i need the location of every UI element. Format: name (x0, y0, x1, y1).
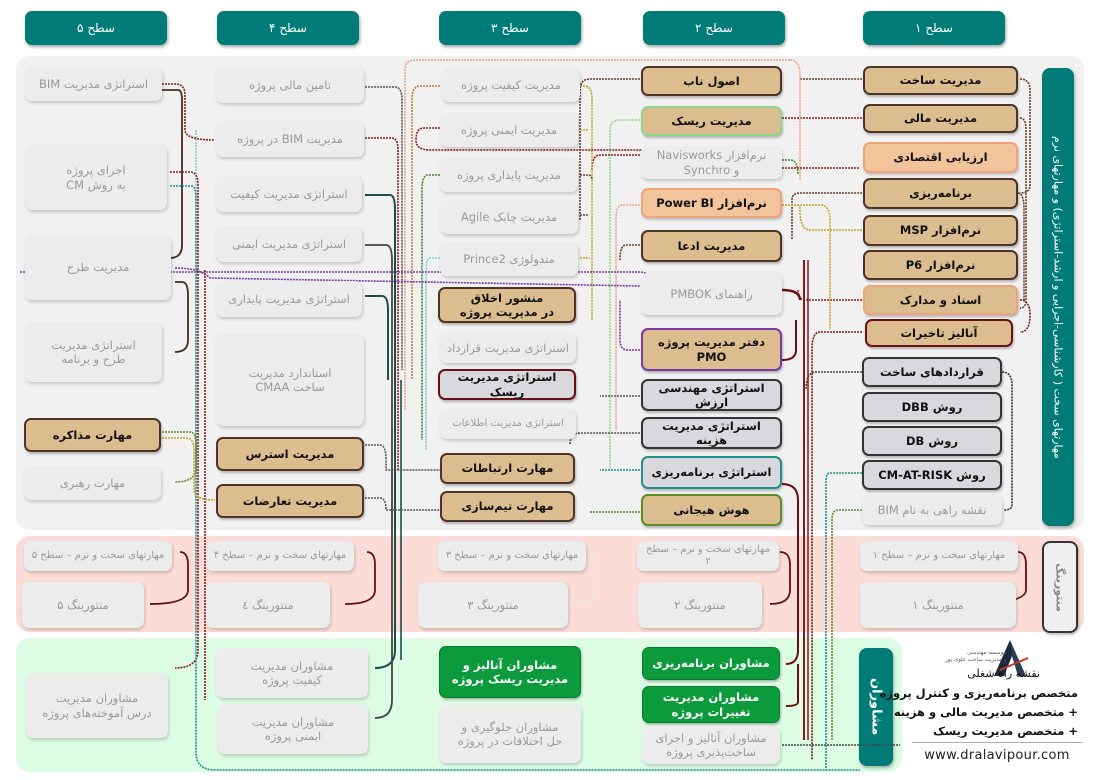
l1-construction-management[interactable]: مدیریت ساخت (863, 66, 1018, 95)
mentoring-skills-level-1[interactable]: مهارتهای سخت و نرم – سطح ۱ (860, 541, 1018, 571)
l2-planning-strategy[interactable]: استراتژی برنامه‌ریزی (641, 456, 782, 489)
header-level-5: سطح ۵ (25, 11, 167, 45)
l3-prince2-methodology[interactable]: متدولوژی Prince2 (440, 242, 578, 276)
l3-safety-management[interactable]: مدیریت ایمنی پروژه (440, 113, 578, 147)
l2-claims-management[interactable]: مدیریت ادعا (641, 230, 782, 262)
consultants-constructability-analysis[interactable]: مشاوران آنالیز و اجرای ساخت‌پذیری پروژه (642, 726, 780, 764)
l1-planning[interactable]: برنامه‌ریزی (863, 178, 1018, 209)
career-roadmap-title: نقشه راه شغلی (967, 667, 1040, 680)
company-logo-icon (994, 640, 1029, 676)
role-risk: + متخصص مدیریت ریسک (933, 724, 1078, 738)
l1-delay-analysis[interactable]: آنالیز تاخیرات (865, 319, 1013, 347)
org-name: موسسه مهندسی و مدیریت ساخت علوی پور (945, 650, 1007, 664)
l1-financial-management[interactable]: مدیریت مالی (863, 104, 1018, 133)
header-level-3: سطح ۳ (439, 11, 581, 45)
l2-power-bi[interactable]: نرم‌افزار Power BI (641, 188, 782, 218)
l3-team-building-skill[interactable]: مهارت تیم‌سازی (440, 491, 575, 522)
header-level-1: سطح ۱ (863, 11, 1005, 45)
l3-contract-management-strategy[interactable]: استراتژی مدیریت قرارداد (440, 333, 576, 363)
l2-emotional-intelligence[interactable]: هوش هیجانی (641, 494, 782, 526)
l5-leadership-skill[interactable]: مهارت رهبری (24, 466, 161, 500)
consultants-change-management[interactable]: مشاوران مدیریت تغییرات پروژه (642, 686, 780, 723)
mentoring-skills-level-5[interactable]: مهارتهای سخت و نرم – سطح ۵ (24, 541, 172, 571)
mentoring-level-3[interactable]: منتورینگ ۳ (418, 582, 568, 628)
l4-sustainability-management-strategy[interactable]: استراتژی مدیریت پایداری (216, 281, 362, 317)
l4-bim-management[interactable]: مدیریت BIM در پروژه (216, 121, 364, 157)
header-level-2: سطح ۲ (643, 11, 785, 45)
l5-bim-management-strategy[interactable]: استراتژی مدیریت BIM (25, 67, 162, 101)
l3-ethics-charter[interactable]: منشور اخلاق در مدیریت پروژه (438, 287, 576, 323)
l4-quality-management-strategy[interactable]: استراتژی مدیریت کیفیت (216, 176, 362, 212)
consultants-risk-analysis-management[interactable]: مشاوران آنالیز و مدیریت ریسک پروژه (439, 646, 581, 698)
l5-program-management[interactable]: مدیریت طرح (25, 235, 171, 300)
l2-risk-management[interactable]: مدیریت ریسک (641, 106, 782, 136)
l1-bim-roadmap[interactable]: نقشه راهی به نام BIM (862, 495, 1002, 525)
l5-program-management-strategy[interactable]: استراتژی مدیریت طرح و برنامه (25, 322, 162, 382)
l3-information-management-strategy[interactable]: استراتژی مدیریت اطلاعات (440, 409, 576, 439)
l1-dbb-method[interactable]: روش DBB (862, 392, 1002, 422)
l2-pmo[interactable]: دفتر مدیریت پروژه PMO (641, 328, 782, 371)
hard-soft-skills-label: مهارتهای سخت ( کارشناسی-اجرایی و ارشد-اس… (1042, 68, 1074, 526)
mentoring-level-1[interactable]: منتورینگ ۱ (860, 582, 1016, 628)
mentoring-level-5[interactable]: منتورینگ ۵ (22, 582, 144, 628)
role-planning-control: متخصص برنامه‌ریزی و کنترل پروژه (879, 686, 1078, 700)
l2-value-engineering-strategy[interactable]: استراتژی مهندسی ارزش (641, 379, 782, 411)
l3-communication-skill[interactable]: مهارت ارتباطات (440, 453, 575, 484)
mentoring-level-2[interactable]: منتورینگ ۲ (638, 582, 762, 628)
l3-quality-management[interactable]: مدیریت کیفیت پروژه (442, 69, 580, 102)
website-link[interactable]: www.dralavipour.com (924, 748, 1070, 763)
mentoring-level-4[interactable]: منتورینگ ٤ (206, 582, 330, 628)
l3-sustainability-management[interactable]: مدیریت پایداری پروژه (440, 158, 578, 192)
l4-stress-management[interactable]: مدیریت استرس (216, 437, 364, 471)
l2-lean-principles[interactable]: اصول ناب (641, 66, 782, 96)
l3-risk-management-strategy[interactable]: استراتژی مدیریت ریسک (438, 369, 576, 400)
divider (912, 742, 1082, 743)
l5-cm-project-delivery[interactable]: اجرای پروژه به روش CM (25, 145, 167, 210)
header-level-4: سطح ۴ (217, 11, 359, 45)
l1-p6-software[interactable]: نرم‌افزار P6 (863, 250, 1018, 280)
l4-safety-management-strategy[interactable]: استراتژی مدیریت ایمنی (216, 226, 362, 262)
l1-db-method[interactable]: روش DB (862, 426, 1002, 456)
l1-cm-at-risk-method[interactable]: روش CM-AT-RISK (862, 460, 1002, 490)
consultants-safety-management[interactable]: مشاوران مدیریت ایمنی پروژه (218, 704, 368, 754)
l5-negotiation-skill[interactable]: مهارت مذاکره (24, 418, 161, 452)
l1-documents-records[interactable]: اسناد و مدارک (863, 285, 1018, 315)
consultants-lessons-learned[interactable]: مشاوران مدیریت درس آموخته‌های پروژه (26, 673, 168, 738)
l4-cmaa-standard[interactable]: استاندارد مدیریت ساخت CMAA (216, 334, 364, 426)
consultants-planning[interactable]: مشاوران برنامه‌ریزی (642, 647, 780, 680)
mentoring-skills-level-2[interactable]: مهارتهای سخت و نرم – سطح ۲ (637, 541, 779, 571)
l4-project-financing[interactable]: تامین مالی پروژه (216, 67, 364, 103)
consultants-label: مشاوران (859, 648, 893, 766)
mentoring-skills-level-4[interactable]: مهارتهای سخت و نرم – سطح ۴ (206, 541, 354, 571)
mentoring-skills-level-3[interactable]: مهارتهای سخت و نرم – سطح ۳ (438, 541, 586, 571)
l2-navisworks-synchro[interactable]: نرم‌افزار Navisworks و Synchro (641, 146, 782, 179)
mentoring-label: منتورینگ (1042, 541, 1078, 633)
l2-pmbok-guide[interactable]: راهنمای PMBOK (641, 273, 782, 315)
consultants-quality-management[interactable]: مشاوران مدیریت کیفیت پروژه (216, 648, 368, 698)
l2-cost-management-strategy[interactable]: استراتژی مدیریت هزینه (641, 417, 782, 449)
l1-msp-software[interactable]: نرم‌افزار MSP (863, 215, 1018, 246)
l4-conflict-management[interactable]: مدیریت تعارضات (216, 484, 364, 518)
consultants-dispute-resolution[interactable]: مشاوران جلوگیری و حل اختلافات در پروژه (439, 705, 581, 763)
role-finance-cost: + متخصص مدیریت مالی و هزینه (893, 705, 1078, 719)
l1-construction-contracts[interactable]: قراردادهای ساخت (862, 357, 1002, 387)
l1-economic-evaluation[interactable]: ارزیابی اقتصادی (863, 142, 1018, 173)
l3-agile-management[interactable]: مدیریت چابک Agile (440, 200, 578, 234)
